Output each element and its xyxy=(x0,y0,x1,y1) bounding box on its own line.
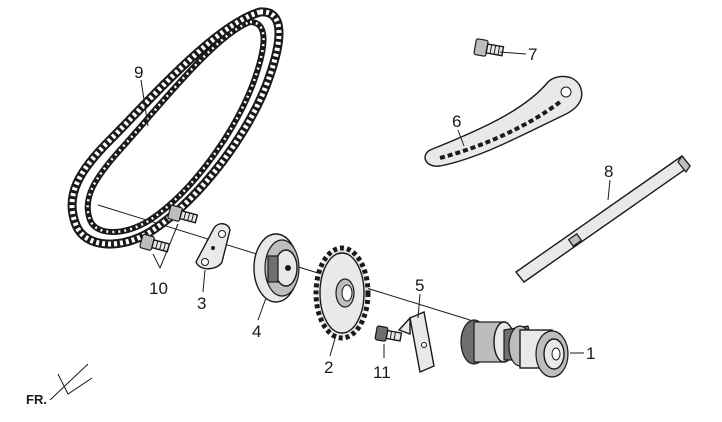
callout-11: 11 xyxy=(373,363,391,382)
callout-5: 5 xyxy=(415,276,424,295)
leader-4 xyxy=(257,297,267,321)
callout-2: 2 xyxy=(324,358,333,377)
plate xyxy=(195,223,231,270)
front-arrow-icon xyxy=(49,363,93,401)
leader-6 xyxy=(457,129,465,147)
callout-4: 4 xyxy=(252,322,261,341)
bolt-11 xyxy=(374,325,403,342)
lock-plate xyxy=(397,311,435,373)
leader-9 xyxy=(140,79,149,127)
leader-10a xyxy=(159,223,179,269)
decompressor-weight xyxy=(253,233,300,303)
callout-10: 10 xyxy=(149,279,168,298)
leader-8 xyxy=(607,179,611,201)
leader-7 xyxy=(499,51,527,55)
camshaft xyxy=(460,319,569,378)
bolt-7 xyxy=(473,38,505,57)
leader-2 xyxy=(329,334,337,357)
front-label: FR. xyxy=(26,392,47,407)
callout-labels: 1 2 3 4 5 6 7 8 9 10 11 xyxy=(134,45,613,382)
callout-8: 8 xyxy=(604,162,613,181)
cam-chain xyxy=(67,7,284,249)
leader-lines xyxy=(140,51,611,358)
bolt-pair xyxy=(139,204,199,253)
chain-tensioner-slipper xyxy=(424,75,583,167)
callout-7: 7 xyxy=(528,45,537,64)
leader-10b xyxy=(152,253,161,269)
callout-1: 1 xyxy=(586,344,595,363)
chain-guide xyxy=(514,154,692,283)
cam-sprocket xyxy=(313,245,371,341)
leader-5 xyxy=(417,293,421,319)
callout-9: 9 xyxy=(134,63,143,82)
front-orientation-marker: FR. xyxy=(26,363,93,407)
leader-3 xyxy=(202,269,206,293)
callout-6: 6 xyxy=(452,112,461,131)
callout-3: 3 xyxy=(197,294,206,313)
